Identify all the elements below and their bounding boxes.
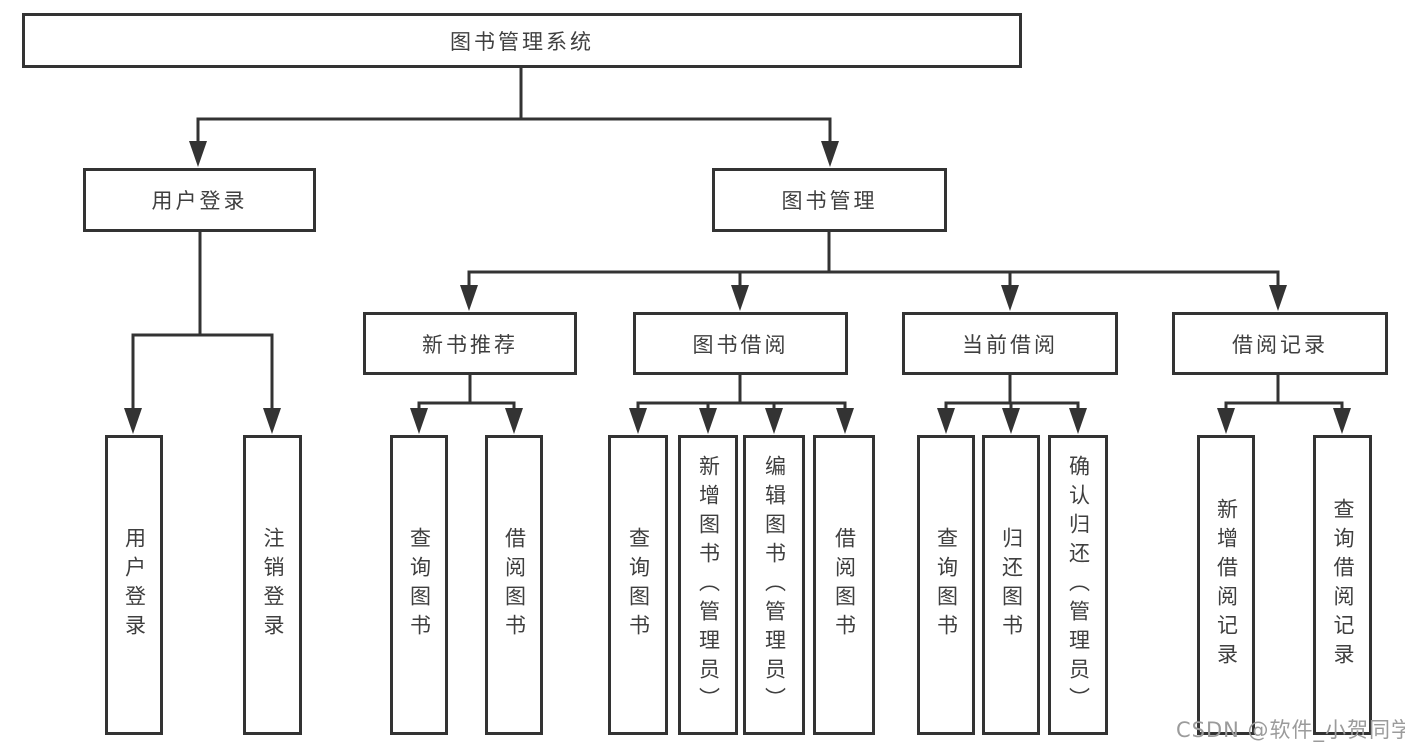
node-label: 图书管理 — [781, 189, 878, 213]
node-label: 查询图书 — [934, 527, 959, 643]
node-label: 查询图书 — [626, 527, 651, 643]
node-label: 图书借阅 — [692, 332, 789, 357]
edge-book-borrow-children — [636, 375, 847, 411]
node-query-books-recommend: 查询图书 — [390, 435, 448, 735]
node-query-books-borrow: 查询图书 — [608, 435, 668, 735]
node-borrow-records: 借阅记录 — [1172, 312, 1388, 375]
node-user-login-leaf: 用户登录 — [105, 435, 163, 735]
node-label: 借阅图书 — [832, 527, 857, 643]
node-edit-books-admin: 编辑图书（管理员） — [743, 435, 805, 735]
node-add-books-admin: 新增图书（管理员） — [678, 435, 738, 735]
node-label: 借阅图书 — [502, 527, 527, 643]
node-confirm-return-admin: 确认归还（管理员） — [1048, 435, 1108, 735]
node-book-borrow: 图书借阅 — [633, 312, 848, 375]
node-label: 确认归还（管理员） — [1066, 454, 1091, 716]
arrowheads — [124, 141, 1351, 434]
node-label: 编辑图书（管理员） — [762, 454, 787, 716]
node-label: 新增借阅记录 — [1214, 498, 1239, 672]
edge-user-login-children — [131, 232, 274, 411]
node-book-management: 图书管理 — [712, 168, 947, 232]
node-label: 归还图书 — [999, 527, 1024, 643]
node-user-login: 用户登录 — [83, 168, 316, 232]
node-label: 新书推荐 — [422, 332, 518, 357]
node-label: 当前借阅 — [962, 332, 1058, 357]
node-label: 用户登录 — [151, 189, 248, 213]
edge-book-management-children — [467, 232, 1280, 288]
node-borrow-books-recommend: 借阅图书 — [485, 435, 543, 735]
node-label: 图书管理系统 — [450, 29, 594, 54]
node-label: 查询图书 — [407, 527, 432, 643]
edge-new-book-recommend-children — [417, 375, 516, 411]
node-label: 查询借阅记录 — [1331, 498, 1355, 672]
node-label: 新增图书（管理员） — [696, 454, 721, 716]
node-add-borrow-record: 新增借阅记录 — [1197, 435, 1255, 735]
node-label: 注销登录 — [261, 527, 285, 643]
node-logout-leaf: 注销登录 — [243, 435, 302, 735]
node-new-book-recommend: 新书推荐 — [363, 312, 577, 375]
node-query-books-current: 查询图书 — [917, 435, 975, 735]
watermark: CSDN @软件_小贺同学 — [1176, 718, 1405, 742]
node-root: 图书管理系统 — [22, 13, 1022, 68]
edge-borrow-records-children — [1224, 375, 1344, 411]
node-borrow-books-leaf: 借阅图书 — [813, 435, 875, 735]
node-label: 借阅记录 — [1232, 332, 1328, 357]
node-return-books: 归还图书 — [982, 435, 1040, 735]
edge-root-level2 — [196, 68, 832, 144]
node-current-borrow: 当前借阅 — [902, 312, 1118, 375]
node-label: 用户登录 — [122, 527, 147, 643]
edge-current-borrow-children — [944, 375, 1080, 411]
node-query-borrow-record: 查询借阅记录 — [1313, 435, 1372, 735]
